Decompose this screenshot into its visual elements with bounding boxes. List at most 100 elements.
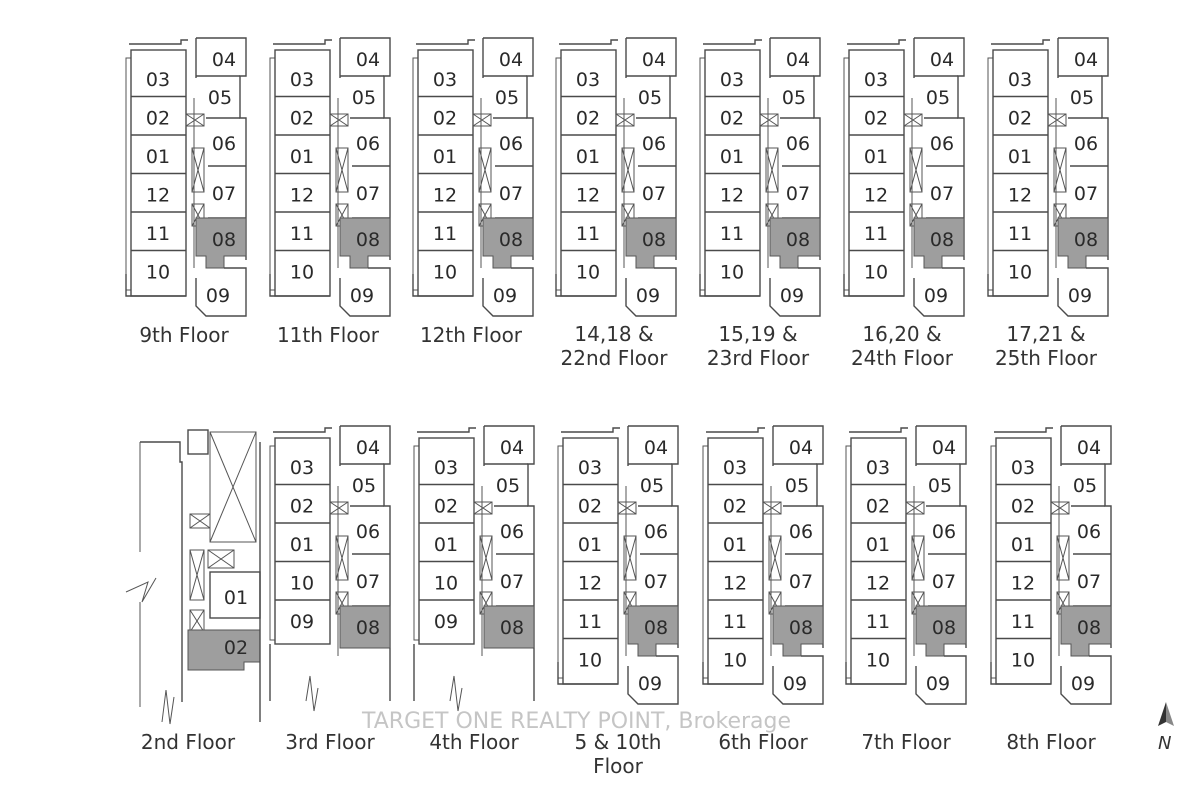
unit-label: 09 — [493, 285, 517, 307]
elevator-shaft-icon — [905, 501, 925, 515]
unit-label: 11 — [146, 223, 170, 245]
unit-label: 09 — [434, 611, 458, 633]
unit-label: 03 — [290, 457, 314, 479]
unit-label: 07 — [500, 571, 524, 593]
caption-3: 12th Floor — [391, 323, 551, 347]
unit-label: 06 — [212, 133, 236, 155]
unit-label: 09 — [924, 285, 948, 307]
unit-label: 02 — [290, 108, 314, 130]
unit-label: 08 — [500, 617, 524, 639]
unit-label: 02 — [1011, 496, 1035, 518]
unit-label: 03 — [723, 457, 747, 479]
unit-label: 09 — [638, 673, 662, 695]
caption-2: 11th Floor — [248, 323, 408, 347]
unit-label: 09 — [780, 285, 804, 307]
unit-label: 01 — [578, 534, 602, 556]
elevator-shaft-icon — [759, 113, 779, 127]
elevator-shaft-icon — [617, 501, 637, 515]
unit-label: 08 — [499, 229, 523, 251]
watermark: TARGET ONE REALTY POINT, Brokerage — [362, 709, 792, 734]
unit-label: 02 — [576, 108, 600, 130]
elevator-shaft-icon — [329, 113, 349, 127]
unit-label: 01 — [576, 146, 600, 168]
unit-label: 12 — [576, 185, 600, 207]
unit-label: 01 — [434, 534, 458, 556]
caption-line: 17,21 & — [1006, 322, 1086, 346]
unit-label: 12 — [578, 573, 602, 595]
unit-label: 04 — [356, 49, 380, 71]
elevator-shaft-icon — [335, 147, 349, 193]
unit-label: 04 — [212, 49, 236, 71]
caption-bottom-7: 8th Floor — [971, 730, 1131, 754]
caption-5: 15,19 &23rd Floor — [678, 322, 838, 370]
caption-line: 12th Floor — [419, 323, 523, 347]
unit-label: 08 — [1074, 229, 1098, 251]
caption-7: 17,21 &25th Floor — [966, 322, 1126, 370]
unit-label: 07 — [356, 571, 380, 593]
caption-1: 9th Floor — [104, 323, 264, 347]
unit-label: 10 — [720, 262, 744, 284]
unit-label: 05 — [208, 87, 232, 109]
elevator-shaft-icon — [623, 535, 637, 581]
unit-label: 10 — [1008, 262, 1032, 284]
unit-label: 11 — [290, 223, 314, 245]
unit-label: 07 — [644, 571, 668, 593]
unit-label: 05 — [640, 475, 664, 497]
unit-label: 06 — [786, 133, 810, 155]
unit-label: 01 — [866, 534, 890, 556]
unit-label: 06 — [356, 521, 380, 543]
elevator-shaft-icon — [191, 147, 205, 193]
caption-line: Floor — [593, 754, 643, 778]
unit-label: 05 — [352, 87, 376, 109]
elevator-shaft-icon — [1056, 535, 1070, 581]
elevator-shaft-icon — [1047, 113, 1067, 127]
caption-line: 22nd Floor — [560, 346, 668, 370]
unit-label: 01 — [146, 146, 170, 168]
unit-label: 07 — [930, 183, 954, 205]
unit-label: 01 — [1011, 534, 1035, 556]
unit-label: 07 — [932, 571, 956, 593]
unit-label: 06 — [1074, 133, 1098, 155]
unit-label: 06 — [644, 521, 668, 543]
north-arrow-icon — [1158, 702, 1174, 726]
unit-label: 04 — [356, 437, 380, 459]
unit-label: 11 — [866, 611, 890, 633]
unit-label: 09 — [1068, 285, 1092, 307]
elevator-shaft-icon — [768, 535, 782, 581]
unit-label: 04 — [789, 437, 813, 459]
unit-label: 06 — [930, 133, 954, 155]
caption-line: 4th Floor — [429, 730, 519, 754]
unit-label: 01 — [433, 146, 457, 168]
caption-line: 7th Floor — [861, 730, 951, 754]
caption-line: 6th Floor — [718, 730, 808, 754]
unit-label: 01 — [720, 146, 744, 168]
unit-label: 05 — [496, 475, 520, 497]
unit-label: 04 — [786, 49, 810, 71]
unit-label: 08 — [212, 229, 236, 251]
elevator-shaft-icon — [762, 501, 782, 515]
caption-6: 16,20 &24th Floor — [822, 322, 982, 370]
unit-label: 05 — [638, 87, 662, 109]
unit-label: 08 — [642, 229, 666, 251]
unit-label: 01 — [290, 534, 314, 556]
unit-label: 07 — [499, 183, 523, 205]
unit-label: 07 — [1074, 183, 1098, 205]
unit-label: 02 — [146, 108, 170, 130]
unit-label: 01 — [224, 587, 248, 609]
caption-line: 11th Floor — [276, 323, 380, 347]
unit-label: 04 — [500, 437, 524, 459]
unit-label: 05 — [926, 87, 950, 109]
unit-label: 12 — [866, 573, 890, 595]
unit-label: 04 — [644, 437, 668, 459]
unit-label: 02 — [1008, 108, 1032, 130]
caption-line: 5 & 10th — [574, 730, 662, 754]
unit-label: 07 — [789, 571, 813, 593]
unit-label: 11 — [720, 223, 744, 245]
unit-label: 03 — [146, 69, 170, 91]
unit-label: 06 — [500, 521, 524, 543]
